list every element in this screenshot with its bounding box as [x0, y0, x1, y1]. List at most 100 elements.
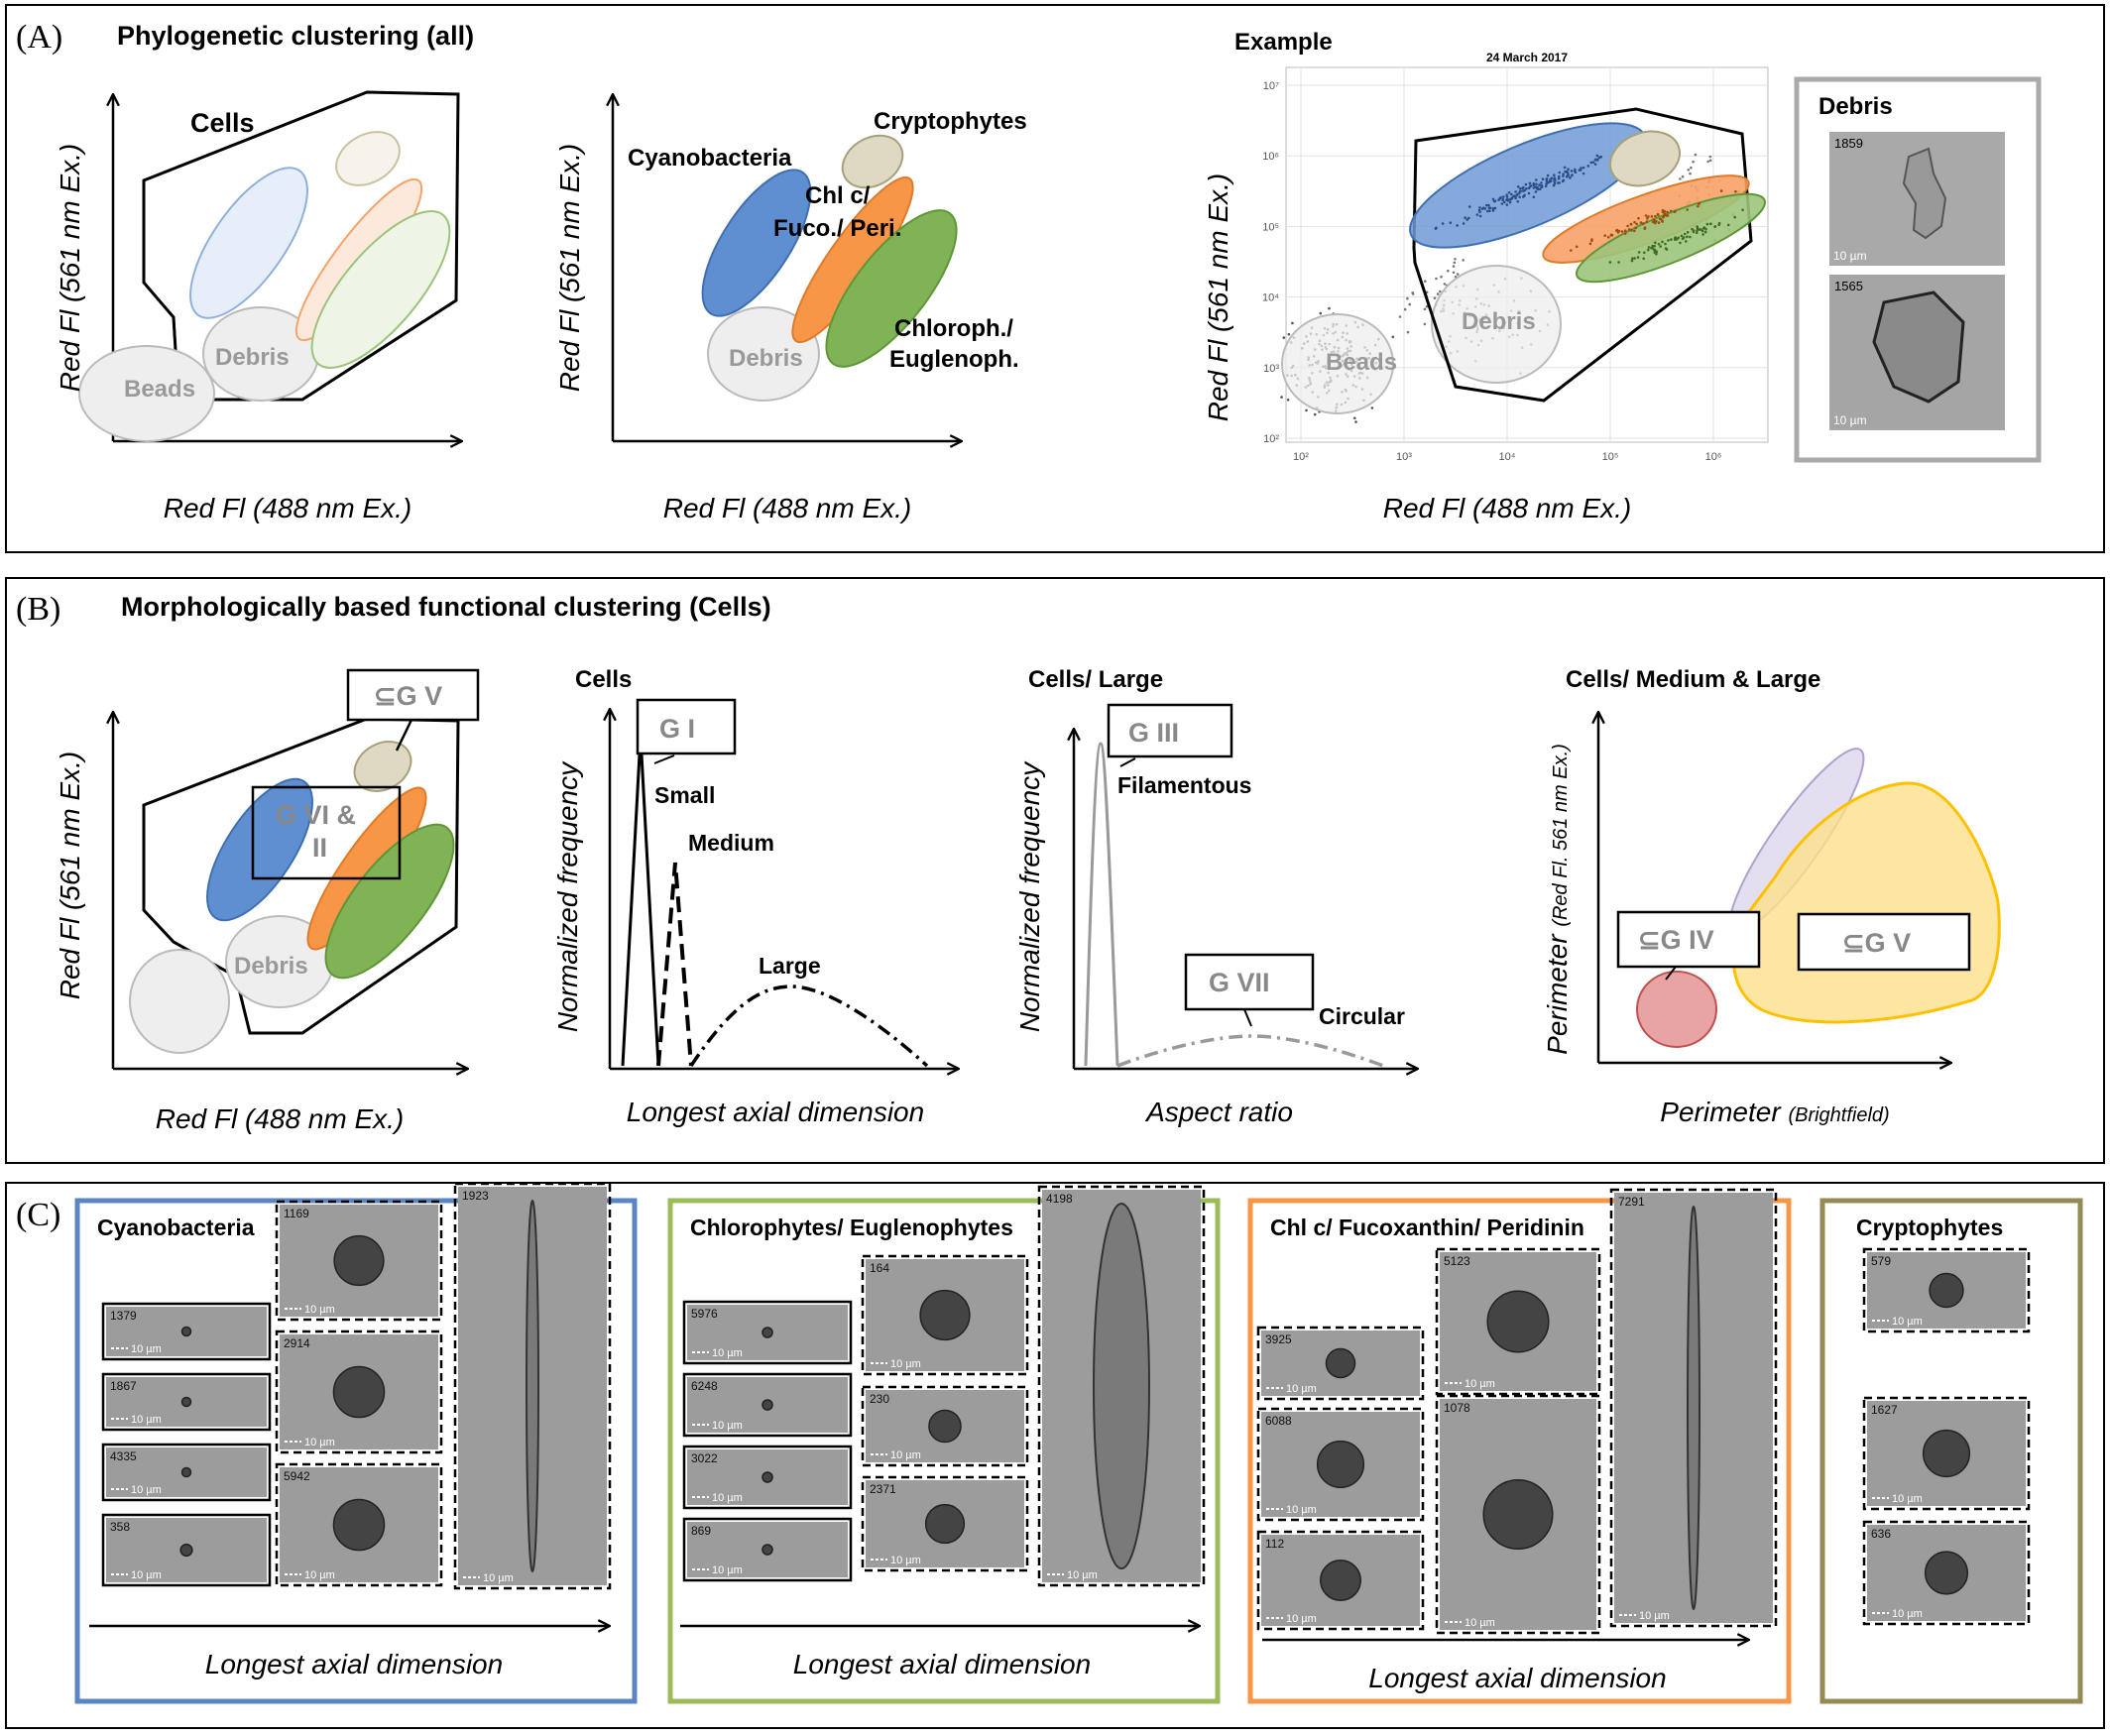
- chloroph-label-line2: Euglenoph.: [889, 346, 1019, 373]
- event-dot: [1588, 242, 1592, 246]
- debris-cluster: [707, 306, 820, 402]
- event-dot: [1462, 259, 1465, 262]
- event-dot: [1620, 230, 1624, 233]
- event-dot: [1454, 258, 1457, 261]
- event-dot: [1679, 241, 1682, 245]
- event-dot: [1708, 222, 1712, 226]
- group-title: Cyanobacteria: [97, 1215, 255, 1240]
- specimen: [928, 1409, 962, 1444]
- event-dot: [1691, 227, 1694, 231]
- chloroph-cluster: [825, 209, 958, 368]
- axis-x-label: Red Fl (488 nm Ex.): [1383, 493, 1632, 523]
- event-dot: [1514, 190, 1517, 193]
- debris-particle-1: [1902, 147, 1947, 240]
- panel-a-diagram-2: Cyanobacteria Cryptophytes Chl c/ Fuco./…: [554, 94, 1027, 523]
- event-dot: [1653, 244, 1656, 248]
- event-dot: [1436, 292, 1440, 295]
- cell-image-border: [1862, 1520, 2031, 1626]
- cell-image-border: [682, 1517, 853, 1582]
- scale-bar: 10 µm: [1833, 249, 1867, 263]
- event-dot: [1518, 195, 1521, 199]
- event-dot: [1541, 177, 1545, 180]
- cryptophyte-cluster: [335, 131, 401, 186]
- event-dot: [1701, 227, 1705, 230]
- scale-bar: 10 µm: [304, 1304, 335, 1316]
- scale-bar: 10 µm: [1286, 1504, 1317, 1516]
- event-dot: [1562, 173, 1565, 175]
- chlc-label-line2: Fuco./ Peri.: [773, 215, 901, 242]
- scale-bar: 10 µm: [1286, 1613, 1317, 1625]
- event-dot: [1599, 155, 1602, 159]
- event-dot: [1354, 420, 1357, 423]
- specimen: [1316, 1440, 1365, 1489]
- panel-b-diagram-1: G VI & II ⊆G V Debris Red Fl (561 nm Ex.…: [55, 668, 480, 1134]
- specimen: [333, 1234, 385, 1287]
- event-dot: [1516, 185, 1520, 188]
- event-dot: [1647, 246, 1651, 249]
- panel-a-diagram-1: Cells Debris Beads Red Fl (561 nm Ex.) R…: [55, 90, 472, 523]
- g-iii-label: G III: [1128, 718, 1179, 748]
- image-id: 5976: [691, 1307, 718, 1321]
- event-dot: [1566, 170, 1569, 174]
- g-vi-ii-label-1: G VI &: [276, 800, 356, 830]
- event-dot: [1535, 182, 1538, 185]
- event-dot: [1406, 330, 1410, 334]
- panel-b-letter: (B): [16, 591, 60, 628]
- specimen: [1325, 1347, 1356, 1379]
- event-dot: [1553, 181, 1557, 185]
- event-dot: [1502, 195, 1505, 198]
- event-dot: [1464, 216, 1466, 219]
- event-dot: [1411, 292, 1415, 295]
- event-dot: [1663, 209, 1667, 213]
- y-tick-label: 10⁶: [1262, 151, 1279, 163]
- event-dot: [1630, 259, 1634, 263]
- d4-heading: Cells/ Medium & Large: [1566, 666, 1820, 693]
- event-dot: [1689, 235, 1692, 239]
- event-dot: [1280, 396, 1283, 399]
- event-dot: [1510, 192, 1513, 196]
- event-dot: [1582, 172, 1585, 175]
- scale-bar: 10 µm: [1286, 1383, 1317, 1395]
- scale-bar: 10 µm: [1067, 1569, 1098, 1581]
- image-id: 6088: [1265, 1414, 1292, 1428]
- event-dot: [1636, 256, 1640, 259]
- event-dot: [1676, 237, 1679, 241]
- event-dot: [1633, 229, 1636, 233]
- event-dot: [1513, 194, 1516, 197]
- cell-image-border: [101, 1513, 272, 1587]
- event-dot: [1635, 222, 1639, 226]
- event-dot: [1626, 224, 1629, 228]
- cell-image-border: [1862, 1396, 2031, 1511]
- cell-image-border: [1256, 1326, 1425, 1401]
- panel-a-title: Phylogenetic clustering (all): [117, 21, 474, 51]
- event-dot: [1547, 180, 1551, 183]
- event-dot: [1637, 251, 1641, 254]
- axis-y-label: Red Fl (561 nm Ex.): [55, 144, 85, 393]
- event-dot: [1462, 222, 1465, 225]
- scale-bar: 10 µm: [1639, 1610, 1670, 1622]
- event-dot: [1698, 202, 1700, 205]
- axis-y-label: Normalized frequency: [1014, 760, 1045, 1032]
- panel-b-diagram-2: Cells G I Small Medium Large Normalized …: [552, 666, 959, 1127]
- scale-bar: 10 µm: [712, 1564, 743, 1576]
- event-dot: [1508, 198, 1511, 201]
- y-tick-label: 10²: [1263, 433, 1279, 445]
- axis-x-label: Red Fl (488 nm Ex.): [156, 1103, 405, 1134]
- x-tick-label: 10⁶: [1705, 451, 1722, 463]
- cell-image-border: [1037, 1185, 1206, 1587]
- circular-curve: [1116, 1034, 1384, 1068]
- event-dot: [1549, 178, 1552, 181]
- cell-image-border: [1435, 1247, 1601, 1396]
- specimen: [179, 1543, 193, 1558]
- event-dot: [1467, 205, 1471, 208]
- small-label: Small: [654, 782, 715, 808]
- g-iii-box: [1107, 703, 1233, 758]
- event-dot: [1683, 232, 1687, 236]
- event-dot: [1643, 226, 1647, 229]
- cell-image-border: [682, 1445, 853, 1510]
- axis-y-label: Red Fl (561 nm Ex.): [1203, 174, 1233, 422]
- event-dot: [1287, 332, 1291, 336]
- cell-image-border: [101, 1443, 272, 1502]
